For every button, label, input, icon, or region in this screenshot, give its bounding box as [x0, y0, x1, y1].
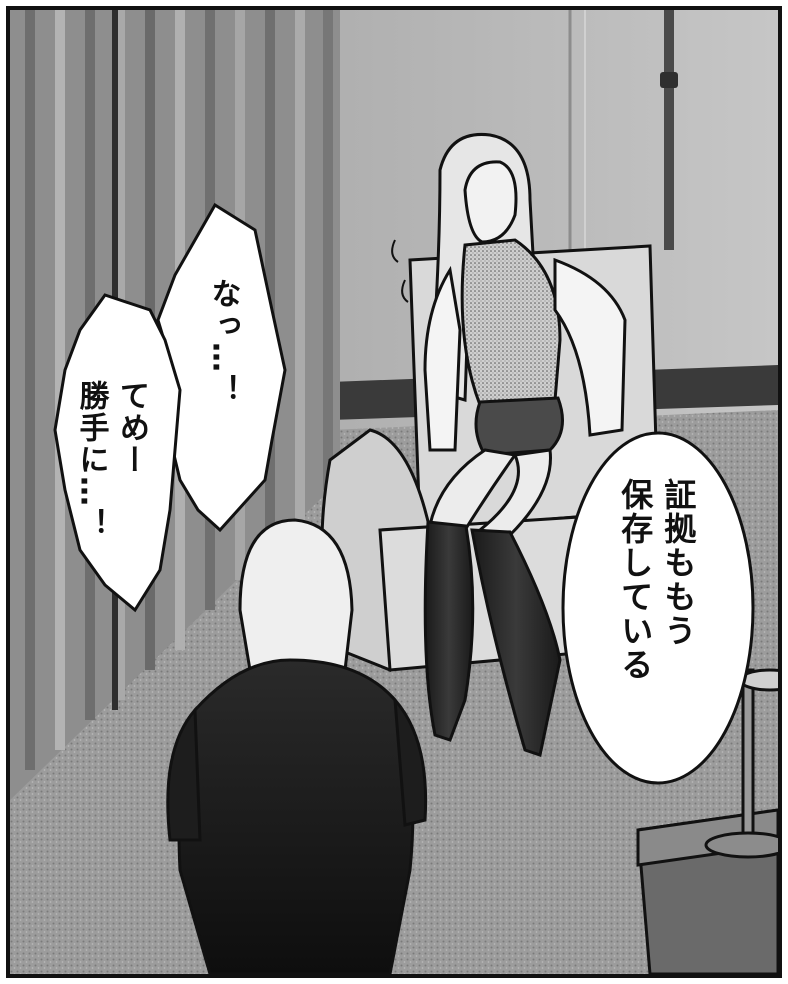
man-from-behind — [166, 518, 428, 974]
scene-illustration — [10, 10, 778, 974]
manga-panel: なっ…！ てめー 勝手に…！ 証拠ももう 保存している — [6, 6, 782, 978]
sweat-marks — [391, 239, 409, 303]
bubble-shouko-shape — [561, 431, 755, 785]
speech-bubble-nattsu: なっ…！ — [202, 278, 243, 406]
side-table — [636, 668, 778, 974]
speech-line: てめー — [114, 380, 149, 476]
speech-line: 証拠ももう — [659, 478, 698, 648]
speech-bubble-shouko: 証拠ももう 保存している — [613, 478, 699, 682]
speech-line: 保存している — [616, 478, 655, 682]
seated-woman — [423, 132, 627, 757]
speech-bubble-shapes — [53, 202, 755, 785]
speech-line: 勝手に…！ — [73, 380, 109, 540]
lamp-pole — [660, 10, 678, 250]
speech-line: なっ…！ — [205, 278, 241, 406]
speech-bubble-temee: てめー 勝手に…！ — [70, 380, 151, 540]
bubble-temee-shape — [53, 293, 182, 613]
